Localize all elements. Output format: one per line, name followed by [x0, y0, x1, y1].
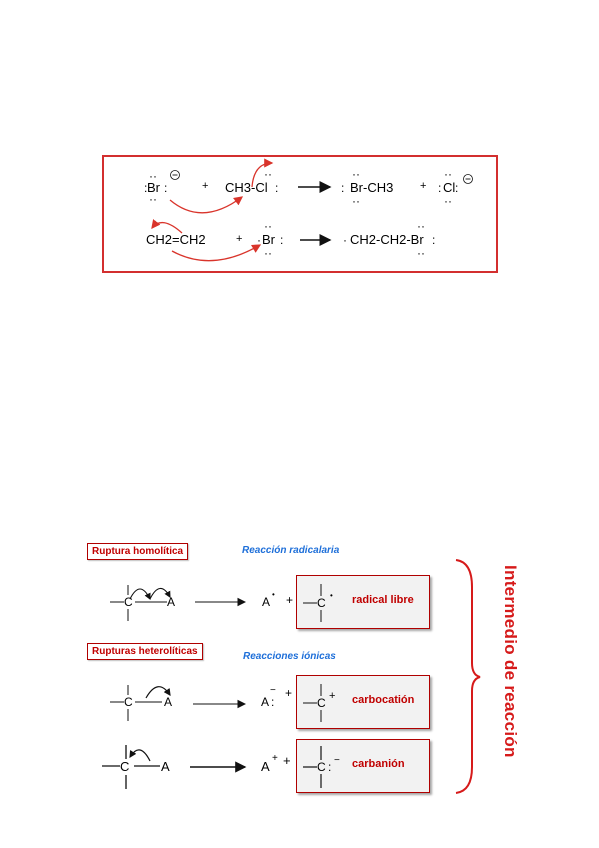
plus-sign: +	[202, 180, 208, 192]
lone-pair-dots: :	[438, 181, 441, 195]
carbon-label: C	[124, 595, 133, 609]
bromide-ion: Br : : ·· ··	[144, 169, 180, 206]
ethylene-text: CH2=CH2	[146, 232, 206, 247]
methyl-bromide-text: Br-CH3	[350, 180, 393, 195]
heterolytic-label: Rupturas heterolíticas	[87, 643, 203, 660]
carbon-label: C	[124, 695, 133, 709]
lone-pair-dots: :	[271, 695, 274, 709]
carbanion-box: C : − carbanión	[296, 739, 430, 793]
bond-rupture-figure: C A A • + C A A : − +	[80, 535, 530, 795]
group-label: A	[261, 759, 270, 774]
plus-sign: +	[285, 686, 292, 700]
radical-libre-label: radical libre	[352, 594, 414, 606]
carbon-label: C	[317, 596, 326, 610]
reaction-mechanism-svg: Br : : ·· ·· + CH3-Cl ·· : Br-CH3 : ·· ·…	[102, 155, 498, 273]
bromine-radical-text: Br	[262, 232, 276, 247]
chloride-ion: Cl : : ·· ··	[438, 167, 473, 208]
plus-sign: +	[283, 753, 291, 768]
homolytic-products: A • +	[262, 590, 293, 609]
plus-sign: +	[420, 180, 426, 192]
bracket-icon	[455, 559, 481, 794]
bromoethyl-radical: · CH2-CH2-Br : ·· ··	[343, 219, 435, 260]
group-label: A	[167, 595, 175, 609]
positive-charge: +	[329, 690, 335, 702]
bromoethyl-radical-text: CH2-CH2-Br	[350, 232, 424, 247]
group-label: A	[161, 759, 170, 774]
reaction-mechanism-figure: Br : : ·· ·· + CH3-Cl ·· : Br-CH3 : ·· ·…	[102, 155, 498, 273]
carbocation-reactant: C A	[110, 685, 172, 721]
methyl-bromide: Br-CH3 : ·· ··	[341, 167, 393, 208]
lone-pair-dots: :	[280, 233, 283, 247]
curved-arrow	[129, 749, 151, 762]
negative-charge-icon	[463, 174, 473, 184]
lone-pair-dots: ··	[149, 192, 157, 206]
carbocation-box: C + carbocatión	[296, 675, 430, 729]
carbon-label: C	[317, 760, 326, 774]
lone-pair-dots: ··	[444, 167, 452, 181]
lone-pair-dots: ··	[417, 246, 425, 260]
negative-charge-icon	[170, 170, 180, 180]
group-label: A	[164, 695, 172, 709]
lone-pair-dots: :	[275, 181, 278, 195]
radical-dot: •	[272, 590, 275, 599]
bromide-ion-text: Br	[147, 180, 161, 195]
lone-pair-dots: ··	[417, 219, 425, 233]
radical-dot: •	[330, 591, 333, 600]
fishhook-arrow	[129, 588, 151, 600]
methyl-chloride-text: CH3-Cl	[225, 180, 268, 195]
positive-charge: +	[272, 753, 278, 764]
lone-pair-dots: ··	[264, 246, 272, 260]
chloride-ion-text: Cl	[443, 180, 455, 195]
reaction-frame	[102, 155, 498, 273]
negative-charge: −	[334, 755, 340, 766]
carbon-label: C	[317, 696, 326, 710]
curved-arrow	[145, 686, 171, 699]
methyl-chloride: CH3-Cl ·· :	[225, 167, 278, 195]
lone-pair-dots: :	[164, 181, 167, 195]
red-curved-arrow	[151, 219, 183, 234]
carbanion-label: carbanión	[352, 758, 405, 770]
lone-pair-dots: :	[432, 233, 435, 247]
radical-carbon-structure: C •	[303, 584, 333, 622]
lone-pair-dots: :	[341, 181, 344, 195]
bond-rupture-svg: C A A • + C A A : − +	[102, 559, 481, 794]
carbon-label: C	[120, 759, 129, 774]
carbanion-carbon-structure: C : −	[303, 746, 340, 788]
radical-dot: ·	[257, 233, 261, 247]
plus-sign: +	[236, 233, 242, 245]
carbocation-label: carbocatión	[352, 694, 415, 706]
group-label: A	[261, 695, 269, 709]
carbocation-carbon-structure: C +	[303, 684, 335, 722]
red-curved-arrow	[171, 244, 262, 262]
radical-box: C • radical libre	[296, 575, 430, 629]
lone-pair-dots: ··	[352, 167, 360, 181]
ionic-reactions-label: Reacciones iónicas	[243, 651, 336, 662]
bromine-radical: · Br : ·· ··	[257, 219, 283, 260]
negative-charge: −	[270, 685, 276, 696]
lone-pair-dots: ··	[444, 194, 452, 208]
homolytic-label: Ruptura homolítica	[87, 543, 189, 560]
group-label: A	[262, 595, 270, 609]
lone-pair-dots: ··	[264, 167, 272, 181]
red-curved-arrow	[251, 158, 274, 188]
lone-pair-dots: ··	[352, 194, 360, 208]
radical-reaction-label: Reacción radicalaria	[242, 545, 340, 556]
radical-dot: ·	[343, 233, 347, 247]
lone-pair-dots: ··	[149, 169, 157, 183]
plus-sign: +	[286, 593, 293, 607]
lone-pair-dots: :	[328, 760, 331, 774]
red-curved-arrow	[169, 196, 244, 214]
fishhook-arrow	[149, 587, 171, 600]
homolytic-reactant: C A	[110, 585, 175, 621]
carbanion-products: A + +	[261, 753, 291, 774]
carbocation-products: A : − +	[261, 685, 292, 709]
intermediate-side-label: Intermedio de reacción	[501, 565, 520, 758]
lone-pair-dots: :	[144, 181, 147, 195]
carbanion-reactant: C A	[102, 745, 170, 789]
lone-pair-dots: ··	[264, 219, 272, 233]
lone-pair-dots: :	[455, 181, 458, 195]
ethylene: CH2=CH2	[146, 232, 206, 247]
